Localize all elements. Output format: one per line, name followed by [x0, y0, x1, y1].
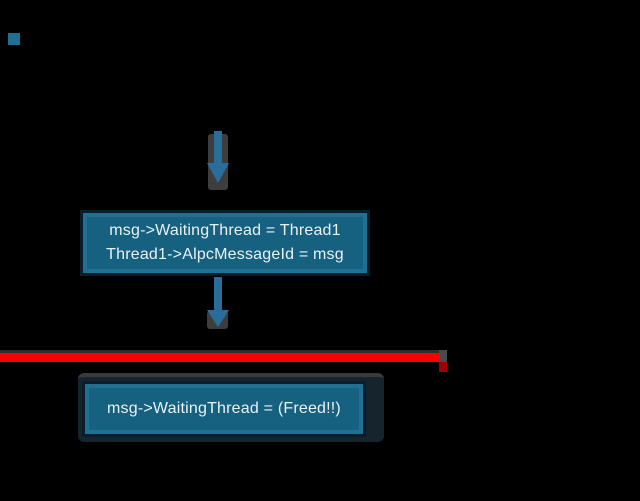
freed-line-1: msg->WaitingThread = (Freed!!): [107, 400, 341, 417]
down-arrow-icon: [207, 277, 229, 327]
arrow-shaft: [214, 131, 222, 163]
arrow-shaft: [214, 277, 222, 310]
assignment-line-1: msg->WaitingThread = Thread1: [109, 222, 341, 239]
bullet-square: [8, 33, 20, 45]
freed-box: msg->WaitingThread = (Freed!!): [85, 384, 363, 434]
freed-timeline-end-gray-cap: [439, 350, 447, 362]
freed-timeline-shadow: [0, 350, 440, 353]
down-arrow-icon: [207, 131, 229, 183]
assignment-line-2: Thread1->AlpcMessageId = msg: [106, 246, 344, 263]
arrow-head: [207, 310, 229, 327]
arrow-head: [207, 163, 229, 183]
freed-timeline-line: [0, 353, 440, 362]
assignment-box: msg->WaitingThread = Thread1 Thread1->Al…: [83, 213, 367, 273]
freed-timeline-end-red-cap: [439, 362, 447, 372]
